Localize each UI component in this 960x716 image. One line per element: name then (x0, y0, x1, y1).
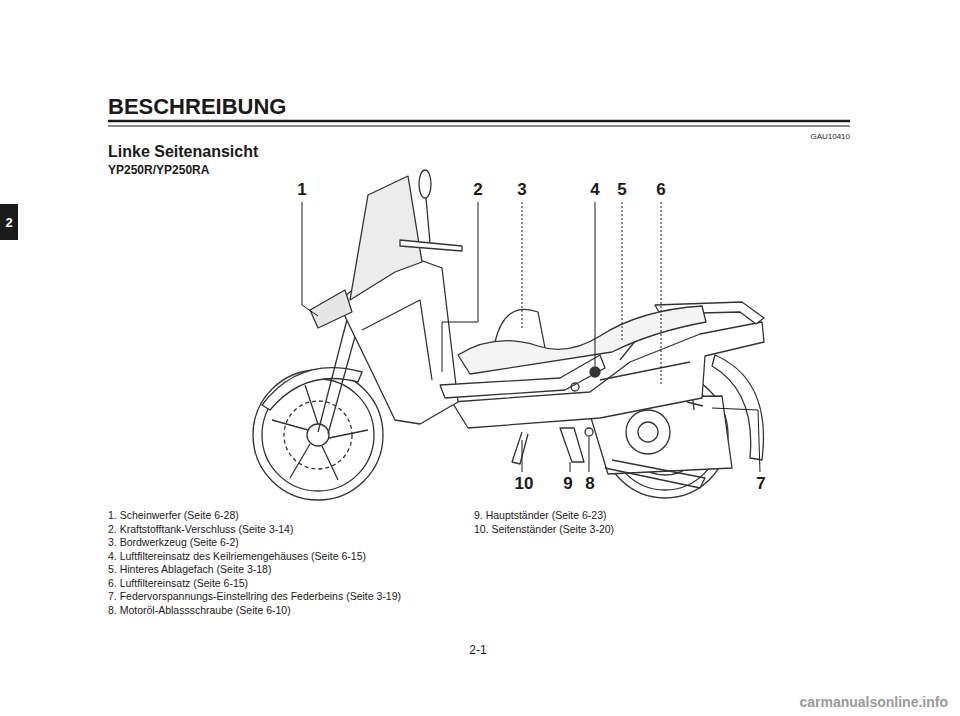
callout-number: 10 (515, 474, 534, 494)
part-list-item: 1. Scheinwerfer (Seite 6-28) (108, 509, 239, 521)
callout-number: 4 (590, 180, 599, 200)
section-header: BESCHREIBUNG (108, 94, 286, 119)
callout-number: 6 (656, 180, 665, 200)
section-heading: Linke Seitenansicht (108, 143, 258, 161)
part-list-item: 5. Hinteres Ablagefach (Seite 3-18) (108, 563, 271, 575)
callout-number: 9 (563, 474, 572, 494)
part-list-item: 8. Motoröl-Ablassschraube (Seite 6-10) (108, 604, 291, 616)
watermark: carmanualsonline.info (799, 694, 948, 710)
part-list-item: 9. Hauptständer (Seite 6-23) (474, 509, 607, 521)
part-list-item: 2. Kraftstofftank-Verschluss (Seite 3-14… (108, 523, 293, 535)
page-number: 2-1 (469, 644, 486, 658)
part-list-item: 4. Luftfiltereinsatz des Keilriemengehäu… (108, 550, 366, 562)
callout-number: 2 (473, 180, 482, 200)
model-name: YP250R/YP250RA (108, 164, 209, 178)
callout-number: 5 (617, 180, 626, 200)
part-list-item: 7. Federvorspannungs-Einstellring des Fe… (108, 590, 401, 602)
header-rule (108, 121, 850, 126)
scooter-drawing (253, 170, 764, 500)
doc-code: GAU10410 (810, 132, 850, 141)
tab-number: 2 (5, 215, 12, 230)
part-list-item: 3. Bordwerkzeug (Seite 6-2) (108, 536, 239, 548)
callout-number: 3 (517, 180, 526, 200)
part-list-item: 10. Seitenständer (Seite 3-20) (474, 523, 614, 535)
callout-number: 8 (585, 474, 594, 494)
part-list-item: 6. Luftfiltereinsatz (Seite 6-15) (108, 577, 248, 589)
callout-number: 7 (756, 474, 765, 494)
section-tab: 2 (0, 204, 18, 240)
callout-number: 1 (297, 180, 306, 200)
leader-lines (302, 202, 760, 472)
